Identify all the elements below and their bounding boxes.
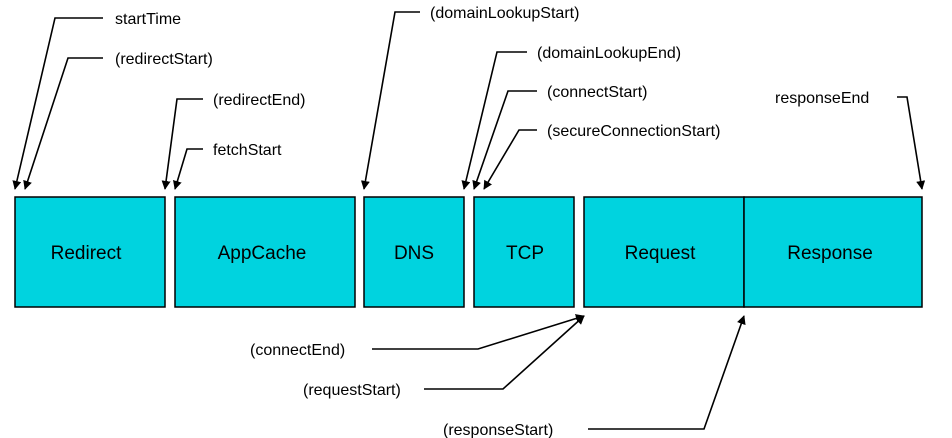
arrow-responseend <box>897 96 926 190</box>
phase-labels: Redirect AppCache DNS TCP Request Respon… <box>51 243 873 264</box>
arrow-requeststart <box>424 315 585 390</box>
event-label-fetchstart: fetchStart <box>213 142 282 159</box>
phase-box-request <box>583 196 745 308</box>
phase-label-redirect: Redirect <box>51 243 122 264</box>
arrow-connectstart <box>472 90 537 190</box>
phase-box-dns <box>363 196 465 308</box>
arrow-fetchstart <box>173 148 203 190</box>
phase-label-appcache: AppCache <box>218 243 307 264</box>
event-labels: startTime (redirectStart) (redirectEnd) … <box>115 5 869 438</box>
event-label-connectstart: (connectStart) <box>547 84 647 101</box>
arrow-starttime <box>12 17 103 190</box>
arrow-domainlookupend <box>461 51 527 190</box>
event-label-requeststart: (requestStart) <box>303 382 401 399</box>
phase-box-tcp <box>473 196 575 308</box>
event-label-domainlookupend: (domainLookupEnd) <box>537 45 681 62</box>
phase-label-response: Response <box>787 243 873 264</box>
event-label-starttime: startTime <box>115 11 181 28</box>
arrow-responsestart <box>588 315 746 430</box>
arrow-secureconnectionstart <box>483 129 537 190</box>
phase-box-response <box>743 196 923 308</box>
event-label-responseend: responseEnd <box>775 90 869 107</box>
event-label-secureconnectionstart: (secureConnectionStart) <box>547 123 720 140</box>
phase-label-tcp: TCP <box>506 243 544 264</box>
event-label-connectend: (connectEnd) <box>250 342 345 359</box>
phase-boxes <box>14 196 923 308</box>
arrow-connectend <box>372 314 585 350</box>
phase-box-redirect <box>14 196 166 308</box>
leader-lines <box>12 11 926 430</box>
phase-box-appcache <box>174 196 356 308</box>
phase-label-request: Request <box>625 243 696 264</box>
event-label-responsestart: (responseStart) <box>443 422 553 438</box>
phase-label-dns: DNS <box>394 243 434 264</box>
event-label-redirectend: (redirectEnd) <box>213 92 305 109</box>
arrow-domainlookupstart <box>360 11 420 190</box>
event-label-redirectstart: (redirectStart) <box>115 51 213 68</box>
arrow-redirectend <box>161 98 203 190</box>
arrow-redirectstart <box>23 57 103 190</box>
event-label-domainlookupstart: (domainLookupStart) <box>430 5 579 22</box>
